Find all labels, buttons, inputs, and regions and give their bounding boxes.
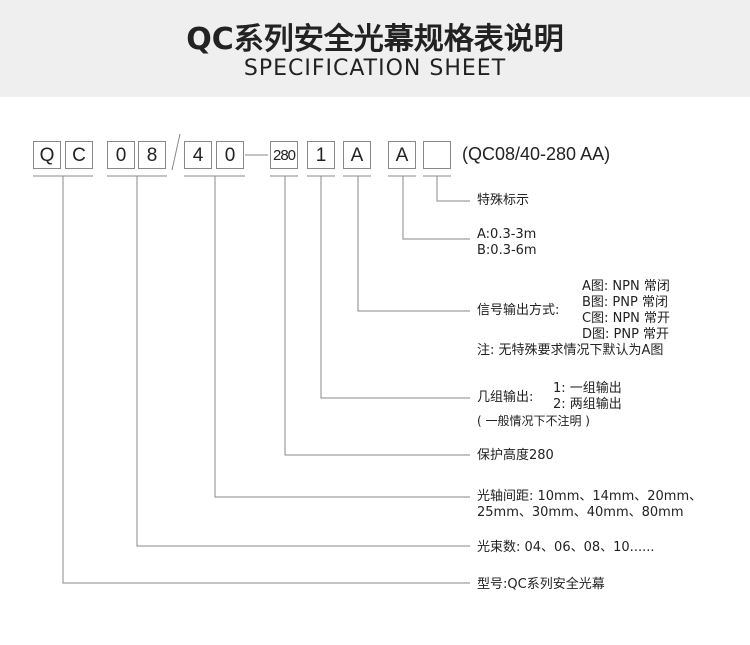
- label-groups: 几组输出:: [477, 390, 534, 405]
- label-height: 保护高度280: [477, 448, 554, 463]
- code-box-spacing-1: 4: [184, 141, 212, 169]
- label-group-1: 1: 一组输出: [553, 381, 622, 396]
- label-group-note: ( 一般情况下不注明 ): [477, 414, 590, 428]
- label-mode-b: B图: PNP 常闭: [582, 295, 668, 310]
- label-spacing-1: 光轴间距: 10mm、14mm、20mm、: [477, 489, 703, 504]
- label-group-2: 2: 两组输出: [553, 397, 622, 412]
- page-title: QC系列安全光幕规格表说明: [186, 22, 564, 57]
- code-box-beams-2: 8: [138, 141, 166, 169]
- page-subtitle: SPECIFICATION SHEET: [243, 56, 507, 81]
- label-model: 型号:QC系列安全光幕: [477, 577, 605, 592]
- label-mode-a: A图: NPN 常闭: [582, 279, 670, 294]
- code-box-spacing-2: 0: [216, 141, 244, 169]
- label-special: 特殊标示: [477, 193, 530, 208]
- code-box-c: C: [65, 141, 93, 169]
- label-mode-c: C图: NPN 常开: [582, 311, 671, 326]
- label-range-a: A:0.3-3m: [477, 227, 537, 242]
- code-box-special: [423, 141, 451, 169]
- label-beams: 光束数: 04、06、08、10......: [477, 540, 655, 555]
- header-banner: [0, 0, 750, 97]
- code-box-beams-1: 0: [107, 141, 135, 169]
- code-box-output: A: [343, 141, 371, 169]
- code-box-q: Q: [33, 141, 61, 169]
- label-spacing-2: 25mm、30mm、40mm、80mm: [477, 505, 684, 520]
- code-box-height: 280: [270, 141, 298, 169]
- code-box-range: A: [388, 141, 416, 169]
- example-code: (QC08/40-280 AA): [462, 144, 611, 164]
- label-output-mode: 信号输出方式:: [477, 303, 560, 318]
- code-box-groups: 1: [307, 141, 335, 169]
- label-mode-d: D图: PNP 常开: [582, 327, 670, 342]
- label-range-b: B:0.3-6m: [477, 243, 537, 258]
- label-mode-note: 注: 无特殊要求情况下默认为A图: [477, 343, 664, 358]
